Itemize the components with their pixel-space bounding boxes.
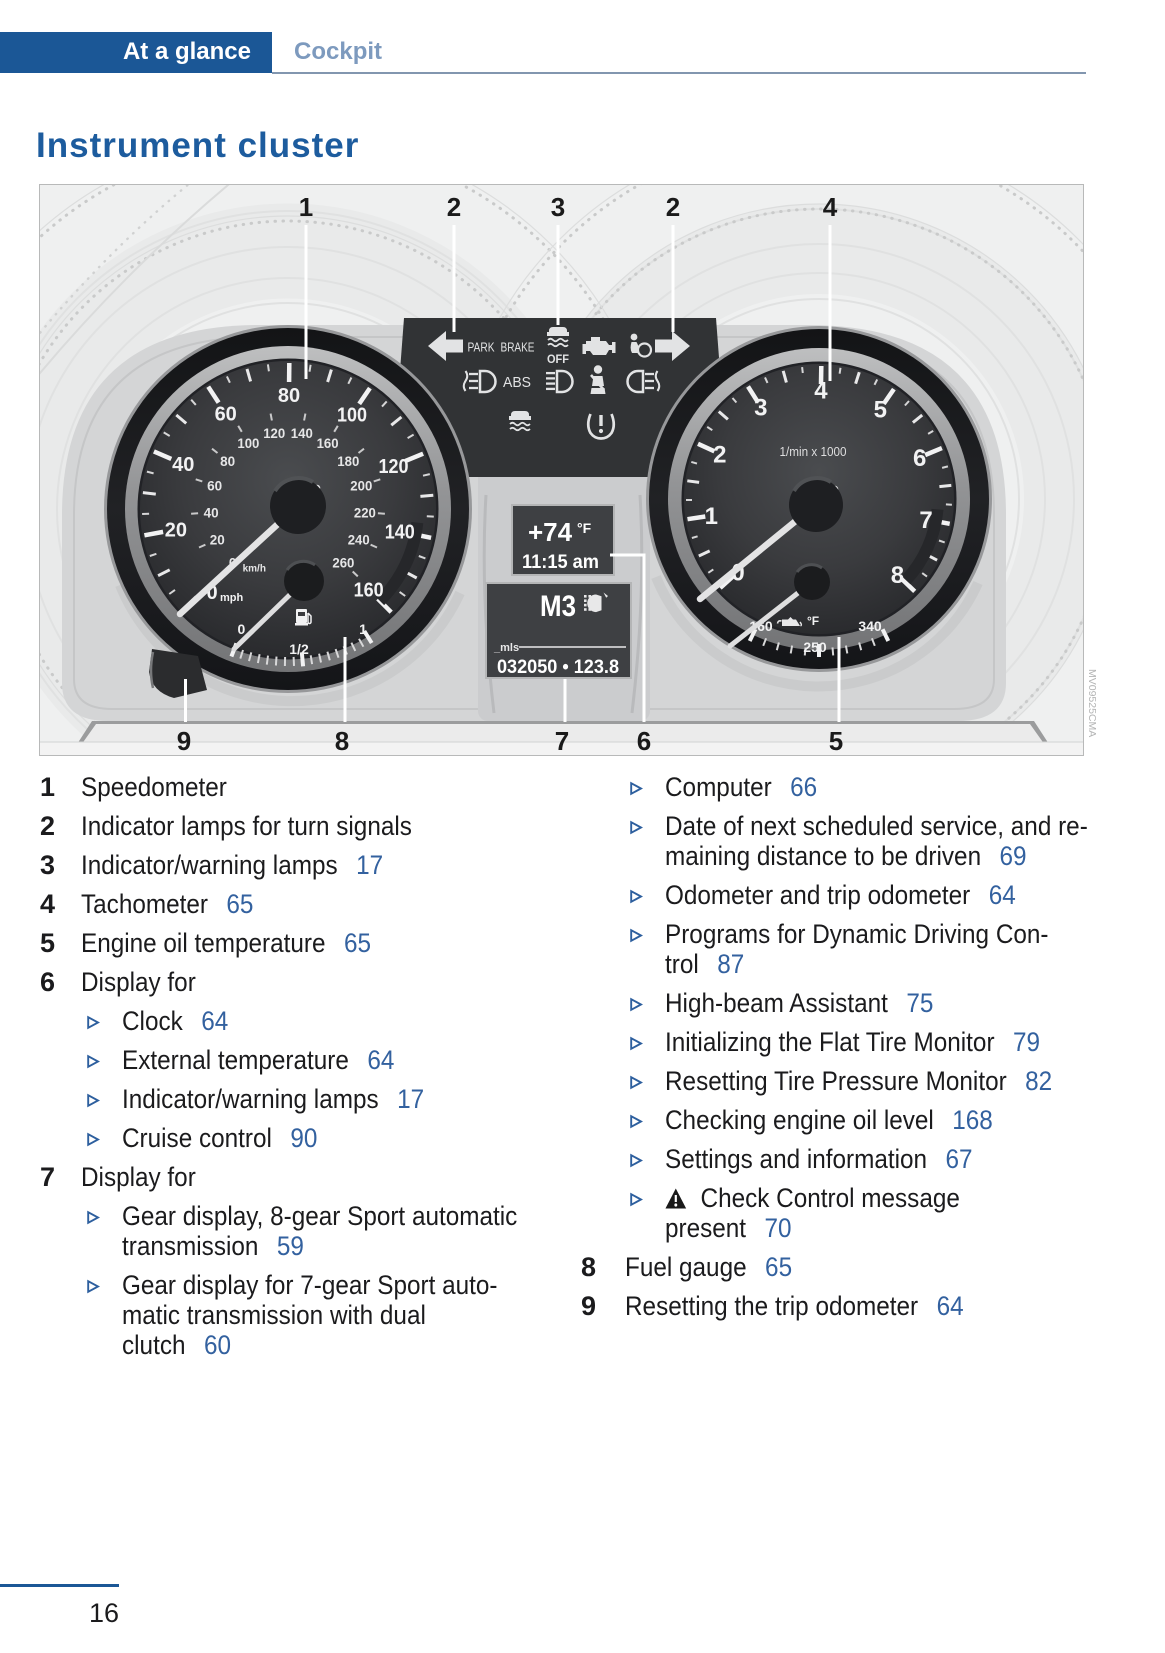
svg-text:1: 1 [359,621,367,637]
svg-text:+74: +74 [528,517,573,547]
svg-text:7: 7 [919,507,932,534]
svg-text:3: 3 [754,394,767,421]
svg-text:60: 60 [207,478,222,493]
svg-text:180: 180 [337,454,359,469]
svg-text:240: 240 [348,533,370,548]
svg-text:60: 60 [215,404,237,426]
svg-text:100: 100 [337,405,367,427]
svg-text:5: 5 [874,396,887,423]
svg-text:11:15 am: 11:15 am [522,551,599,573]
svg-text:0: 0 [238,621,246,637]
svg-text:°F: °F [577,520,592,536]
svg-text:6: 6 [913,445,926,472]
svg-text:9: 9 [177,726,191,755]
svg-text:220: 220 [354,506,376,521]
svg-text:120: 120 [379,456,409,478]
svg-text:1: 1 [705,503,718,530]
svg-text:8: 8 [335,726,349,755]
svg-text:2: 2 [447,192,461,222]
svg-text:20: 20 [165,520,187,542]
svg-text:4: 4 [814,378,828,405]
svg-text:0: 0 [206,582,217,604]
svg-text:160: 160 [354,580,384,602]
svg-text:032050 • 123.8: 032050 • 123.8 [497,656,619,678]
svg-text:40: 40 [172,454,194,476]
svg-text:160: 160 [749,618,773,634]
svg-text:80: 80 [278,385,300,407]
svg-text:1/2: 1/2 [289,641,309,657]
svg-text:140: 140 [291,426,313,441]
svg-text:BRAKE: BRAKE [501,340,535,355]
svg-text:250: 250 [803,639,827,655]
svg-text:_mls: _mls [493,642,519,654]
svg-text:M3: M3 [540,590,576,623]
svg-text:260: 260 [332,556,354,571]
svg-text:3: 3 [551,192,565,222]
svg-text:80: 80 [220,454,235,469]
svg-text:340: 340 [858,618,882,634]
svg-text:120: 120 [263,426,285,441]
svg-text:km/h: km/h [243,564,266,575]
svg-text:OFF: OFF [547,354,569,366]
svg-text:8: 8 [891,562,904,589]
svg-text:160: 160 [317,436,339,451]
svg-text:2: 2 [666,192,680,222]
svg-text:6: 6 [637,726,651,755]
svg-text:7: 7 [555,726,569,755]
svg-text:2: 2 [713,441,726,468]
svg-text:mph: mph [220,592,244,604]
svg-text:1: 1 [299,192,313,222]
svg-text:40: 40 [204,506,219,521]
svg-text:20: 20 [210,533,225,548]
svg-text:°F: °F [807,614,819,628]
svg-text:4: 4 [823,192,838,222]
svg-text:1/min x 1000: 1/min x 1000 [780,444,847,459]
svg-text:PARK: PARK [468,340,495,355]
svg-text:200: 200 [350,478,372,493]
svg-text:ABS: ABS [503,374,531,391]
svg-text:140: 140 [385,522,415,544]
svg-text:100: 100 [237,436,259,451]
svg-text:5: 5 [829,726,843,755]
